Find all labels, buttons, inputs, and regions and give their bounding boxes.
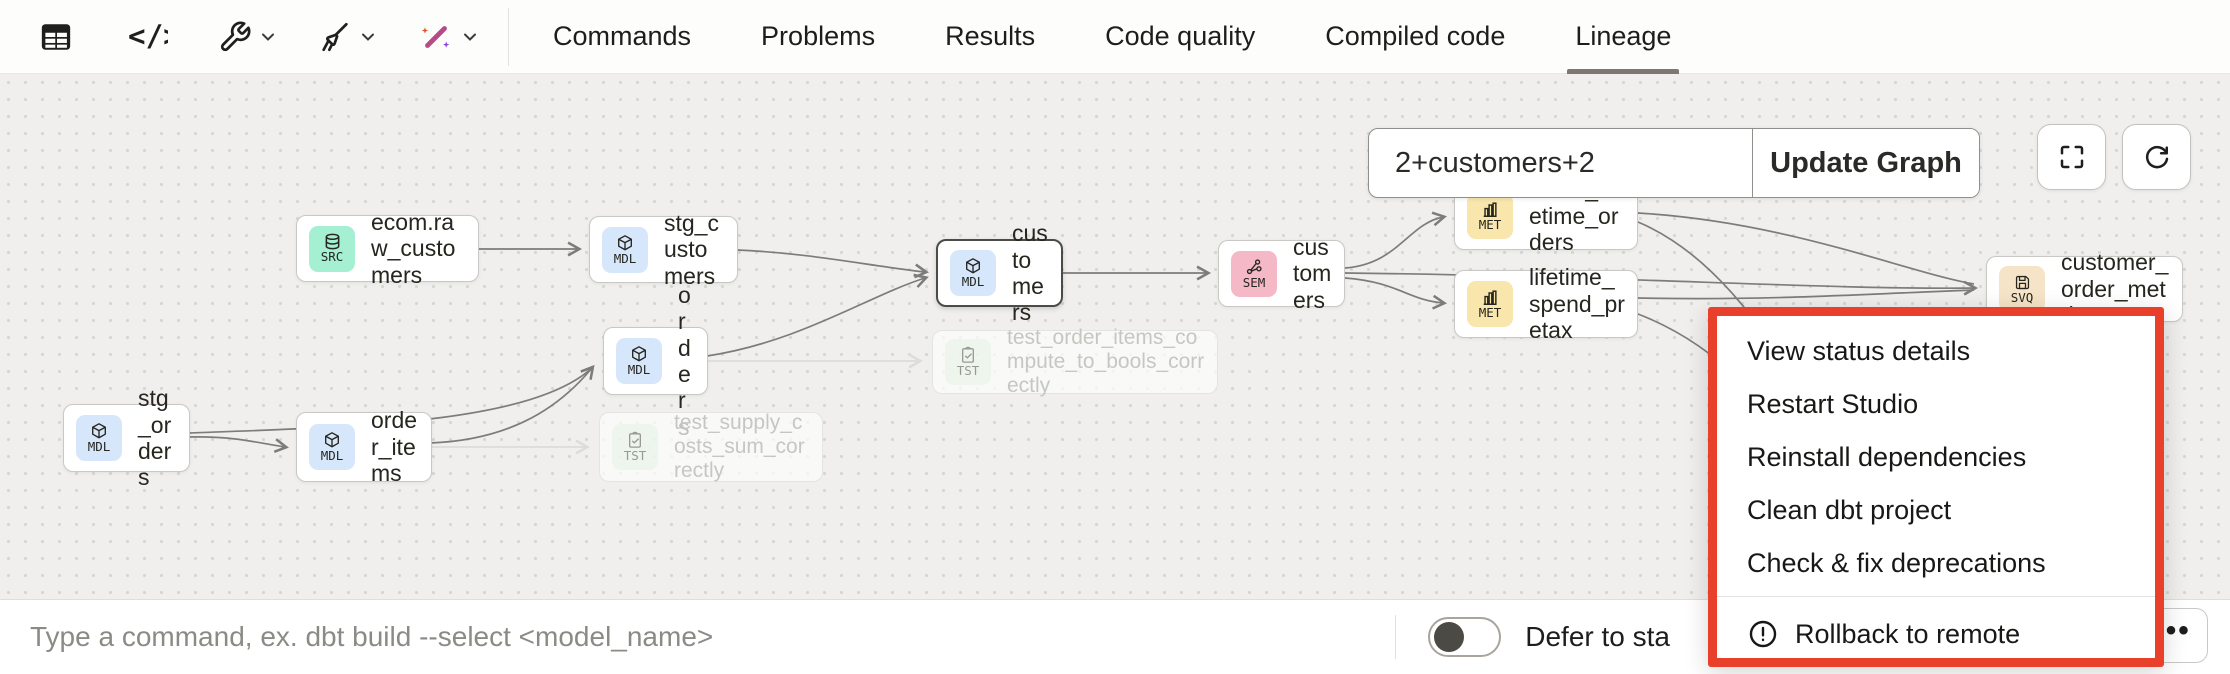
save-icon — [2015, 275, 2029, 289]
toggle-knob — [1434, 622, 1465, 652]
saved-query-badge: SVQ — [1999, 266, 2045, 312]
command-input[interactable] — [0, 607, 1396, 667]
test-badge: TST — [945, 339, 991, 385]
metric-badge: MET — [1467, 281, 1513, 327]
cube-icon — [618, 234, 632, 251]
clipboard-check-icon — [962, 346, 974, 364]
model-badge: MDL — [76, 415, 122, 461]
semantic-model-icon — [1246, 259, 1262, 274]
build-tools-button[interactable] — [210, 14, 286, 60]
table-icon — [41, 23, 71, 50]
top-toolbar: </> Commands Prob — [0, 0, 2230, 74]
chevron-down-icon — [262, 33, 274, 41]
fullscreen-icon — [2060, 145, 2083, 169]
menu-item-reinstall-dependencies[interactable]: Reinstall dependencies — [1747, 442, 2027, 472]
node-label: customer_order_metrics — [2061, 249, 2169, 328]
cube-icon — [92, 423, 106, 439]
node-label: test_order_items_compute_to_bools_correc… — [1007, 325, 1205, 398]
tab-lineage[interactable]: Lineage — [1567, 0, 1680, 74]
table-button[interactable] — [30, 14, 82, 60]
menu-divider — [1717, 596, 2155, 597]
tab-results[interactable]: Results — [945, 21, 1036, 51]
status-context-menu: View status details Restart Studio Reins… — [1708, 307, 2164, 667]
bar-chart-icon — [1483, 290, 1497, 305]
node-label: customers — [1293, 233, 1332, 313]
defer-label: Defer to sta — [1525, 621, 1670, 652]
tab-problems[interactable]: Problems — [761, 21, 876, 51]
defer-toggle[interactable] — [1428, 617, 1502, 657]
tab-bar: Commands Problems Results Code quality C… — [525, 0, 1680, 74]
refresh-button[interactable] — [2122, 124, 2191, 190]
menu-item-rollback-to-remote[interactable]: Rollback to remote — [1717, 603, 2155, 665]
node-label: ecom.raw_customers — [371, 208, 456, 288]
node-label: test_supply_costs_sum_correctly — [674, 410, 805, 483]
graph-selector-input[interactable] — [1369, 129, 1752, 197]
clipboard-check-icon — [629, 431, 641, 449]
graph-node-test[interactable]: TST test_order_items_compute_to_bools_co… — [932, 326, 1218, 397]
command-bar-divider — [1395, 615, 1397, 659]
menu-item-check-fix-deprecations[interactable]: Check & fix deprecations — [1747, 548, 2046, 578]
refresh-icon — [2145, 145, 2168, 169]
graph-node-model-selected[interactable]: MDL customers — [936, 220, 1063, 325]
chevron-down-icon — [464, 33, 476, 41]
node-label: customers — [1012, 220, 1048, 326]
toolbar-icon-group: </> — [0, 14, 488, 60]
graph-node-source[interactable]: SRC ecom.raw_customers — [296, 209, 479, 288]
alert-circle-icon — [1749, 620, 1777, 648]
graph-node-model[interactable]: MDL order_items — [296, 407, 432, 486]
node-label: lifetime_spend_pretax — [1529, 264, 1625, 344]
source-badge: SRC — [309, 225, 355, 272]
model-badge: MDL — [602, 226, 648, 273]
graph-node-model[interactable]: MDL orders — [603, 282, 708, 440]
node-label: stg_customers — [664, 209, 719, 289]
cube-icon — [966, 258, 980, 274]
tab-compiled-code[interactable]: Compiled code — [1325, 21, 1506, 51]
model-badge: MDL — [616, 338, 662, 384]
graph-node-model[interactable]: MDL stg_orders — [63, 385, 190, 490]
code-button[interactable]: </> — [120, 14, 176, 60]
metric-badge: MET — [1467, 193, 1513, 239]
test-badge: TST — [612, 424, 658, 470]
cube-icon — [632, 346, 646, 362]
toolbar-divider — [508, 7, 509, 66]
bar-chart-icon — [1483, 202, 1497, 217]
graph-selector-group: Update Graph — [1368, 128, 1980, 198]
menu-item-restart-studio[interactable]: Restart Studio — [1747, 389, 1919, 419]
semantic-badge: SEM — [1231, 250, 1277, 297]
cube-icon — [325, 432, 339, 448]
graph-node-model[interactable]: MDL stg_customers — [589, 210, 738, 289]
graph-node-test[interactable]: TST test_supply_costs_sum_correctly — [599, 410, 823, 483]
menu-item-clean-dbt-project[interactable]: Clean dbt project — [1747, 495, 1952, 525]
wrench-icon — [220, 21, 251, 51]
database-icon — [325, 233, 339, 250]
graph-node-semantic[interactable]: SEM customers — [1218, 234, 1345, 313]
update-graph-button[interactable]: Update Graph — [1752, 129, 1979, 197]
ai-assist-button[interactable] — [410, 14, 488, 60]
code-icon: </> — [128, 20, 168, 53]
chevron-down-icon — [362, 33, 374, 41]
fullscreen-button[interactable] — [2037, 124, 2106, 190]
node-label: stg_orders — [138, 385, 172, 491]
model-badge: MDL — [309, 424, 355, 470]
model-badge: MDL — [950, 250, 996, 296]
clean-tools-button[interactable] — [310, 14, 386, 60]
graph-node-metric[interactable]: MET lifetime_spend_pretax — [1454, 264, 1638, 343]
broom-icon — [322, 22, 348, 51]
tab-commands[interactable]: Commands — [553, 21, 692, 51]
menu-item-view-status-details[interactable]: View status details — [1747, 336, 1971, 366]
magic-wand-icon — [421, 25, 450, 48]
node-label: order_items — [371, 407, 418, 487]
tab-code-quality[interactable]: Code quality — [1105, 21, 1256, 51]
svg-text:</>: </> — [128, 20, 168, 53]
